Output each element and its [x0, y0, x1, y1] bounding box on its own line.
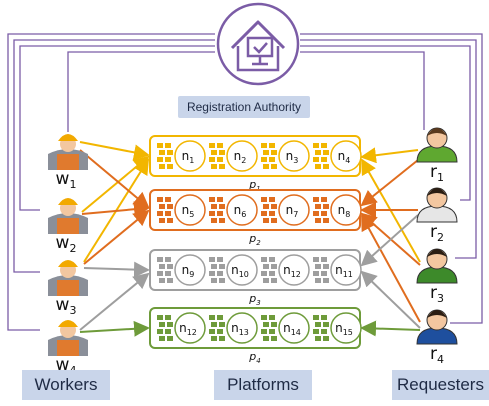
firewall-icon	[313, 315, 329, 341]
node-label: n6	[234, 203, 247, 219]
worker-icon	[48, 320, 88, 356]
registration-authority-label: Registration Authority	[178, 96, 310, 118]
house-computer-icon	[216, 2, 300, 86]
node-label: n10	[231, 263, 249, 279]
firewall-icon	[209, 315, 225, 341]
node-circle	[174, 254, 206, 286]
node-label: n12	[179, 321, 197, 337]
authority-links	[7, 33, 483, 331]
requester-label: r3	[430, 283, 444, 305]
firewall-icon	[157, 143, 173, 169]
node-label: n5	[182, 203, 195, 219]
node-label: n7	[286, 203, 299, 219]
worker-icon	[48, 198, 88, 234]
node-circle	[174, 194, 206, 226]
worker-icon	[48, 260, 88, 296]
platform-3: n9 n10 n12 n11	[149, 249, 362, 291]
node-circle	[226, 140, 258, 172]
node-circle	[278, 254, 310, 286]
firewall-icon	[157, 197, 173, 223]
firewall-icon	[313, 257, 329, 283]
firewall-icon	[313, 197, 329, 223]
node-circle	[278, 312, 310, 344]
worker-label: w2	[56, 233, 77, 255]
firewall-icon	[261, 143, 277, 169]
node-circle	[226, 254, 258, 286]
node-circle	[278, 140, 310, 172]
firewall-icon	[209, 257, 225, 283]
firewall-icon	[157, 315, 173, 341]
platform-4: n12 n13 n14 n15	[149, 307, 362, 349]
node-label: n9	[182, 263, 195, 279]
node-label: n11	[335, 263, 353, 279]
node-label: n14	[283, 321, 301, 337]
workers-group: w1w2w3w4	[48, 134, 88, 377]
node-circle	[330, 194, 362, 226]
firewall-icon	[313, 143, 329, 169]
node-circle	[226, 312, 258, 344]
node-circle	[330, 312, 362, 344]
node-circle	[278, 194, 310, 226]
firewall-icon	[261, 197, 277, 223]
platform-label: p4	[248, 350, 260, 365]
node-label: n2	[234, 149, 247, 165]
node-label: n13	[231, 321, 249, 337]
requesters-group: r1 r2 r3 r4	[416, 127, 458, 366]
firewall-icon	[157, 257, 173, 283]
node-label: n4	[338, 149, 351, 165]
requester-avatar	[416, 127, 458, 163]
platform-1: n1 n2 n3 n4	[149, 135, 362, 177]
node-label: n8	[338, 203, 351, 219]
requesters-category-label: Requesters	[392, 370, 489, 400]
node-label: n15	[335, 321, 353, 337]
requester-label: r4	[430, 344, 444, 366]
requester-avatar	[416, 187, 458, 223]
node-circle	[330, 140, 362, 172]
platform-label: p3	[248, 292, 260, 307]
firewall-icon	[209, 143, 225, 169]
node-circle	[330, 254, 362, 286]
node-circle	[226, 194, 258, 226]
assignment-arrows	[79, 141, 421, 337]
node-circle	[174, 312, 206, 344]
platforms-group: n1n2n3n4p1n5n6n7n8p2n9n10n12n11p3n12n13n…	[149, 135, 362, 365]
node-label: n1	[182, 149, 195, 165]
requester-avatar	[416, 248, 458, 284]
platforms-category-label: Platforms	[214, 370, 312, 400]
node-circle	[174, 140, 206, 172]
firewall-icon	[261, 257, 277, 283]
worker-label: w1	[56, 169, 77, 191]
workers-category-label: Workers	[22, 370, 110, 400]
firewall-icon	[209, 197, 225, 223]
node-label: n12	[283, 263, 301, 279]
worker-label: w3	[56, 295, 77, 317]
requester-avatar	[416, 309, 458, 345]
platform-label: p2	[248, 232, 261, 247]
requester-label: r2	[430, 222, 444, 244]
firewall-icon	[261, 315, 277, 341]
platform-2: n5 n6 n7 n8	[149, 189, 362, 231]
node-label: n3	[286, 149, 299, 165]
worker-icon	[48, 134, 88, 170]
requester-label: r1	[430, 162, 444, 184]
